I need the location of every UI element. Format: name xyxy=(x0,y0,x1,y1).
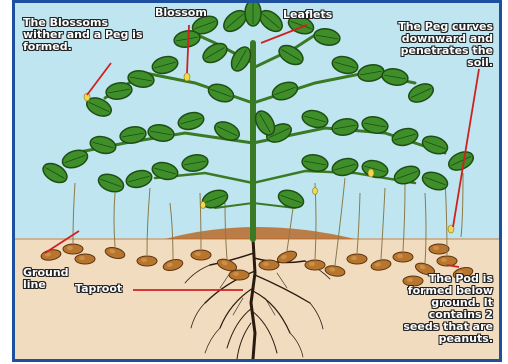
label-peg-curves: The Peg curves downward and penetrates t… xyxy=(377,21,493,69)
label-leaflets: Leaflets xyxy=(283,9,332,21)
label-pod-formed: The Pod is formed below ground. It conta… xyxy=(397,273,493,345)
diagram-frame: The Blossoms wither and a Peg is formed.… xyxy=(12,0,502,362)
label-blossom: Blossom xyxy=(155,7,207,19)
label-blossoms-wither: The Blossoms wither and a Peg is formed. xyxy=(23,17,143,53)
label-ground-line: Ground line xyxy=(23,267,83,291)
label-taproot: Taproot xyxy=(75,283,122,295)
